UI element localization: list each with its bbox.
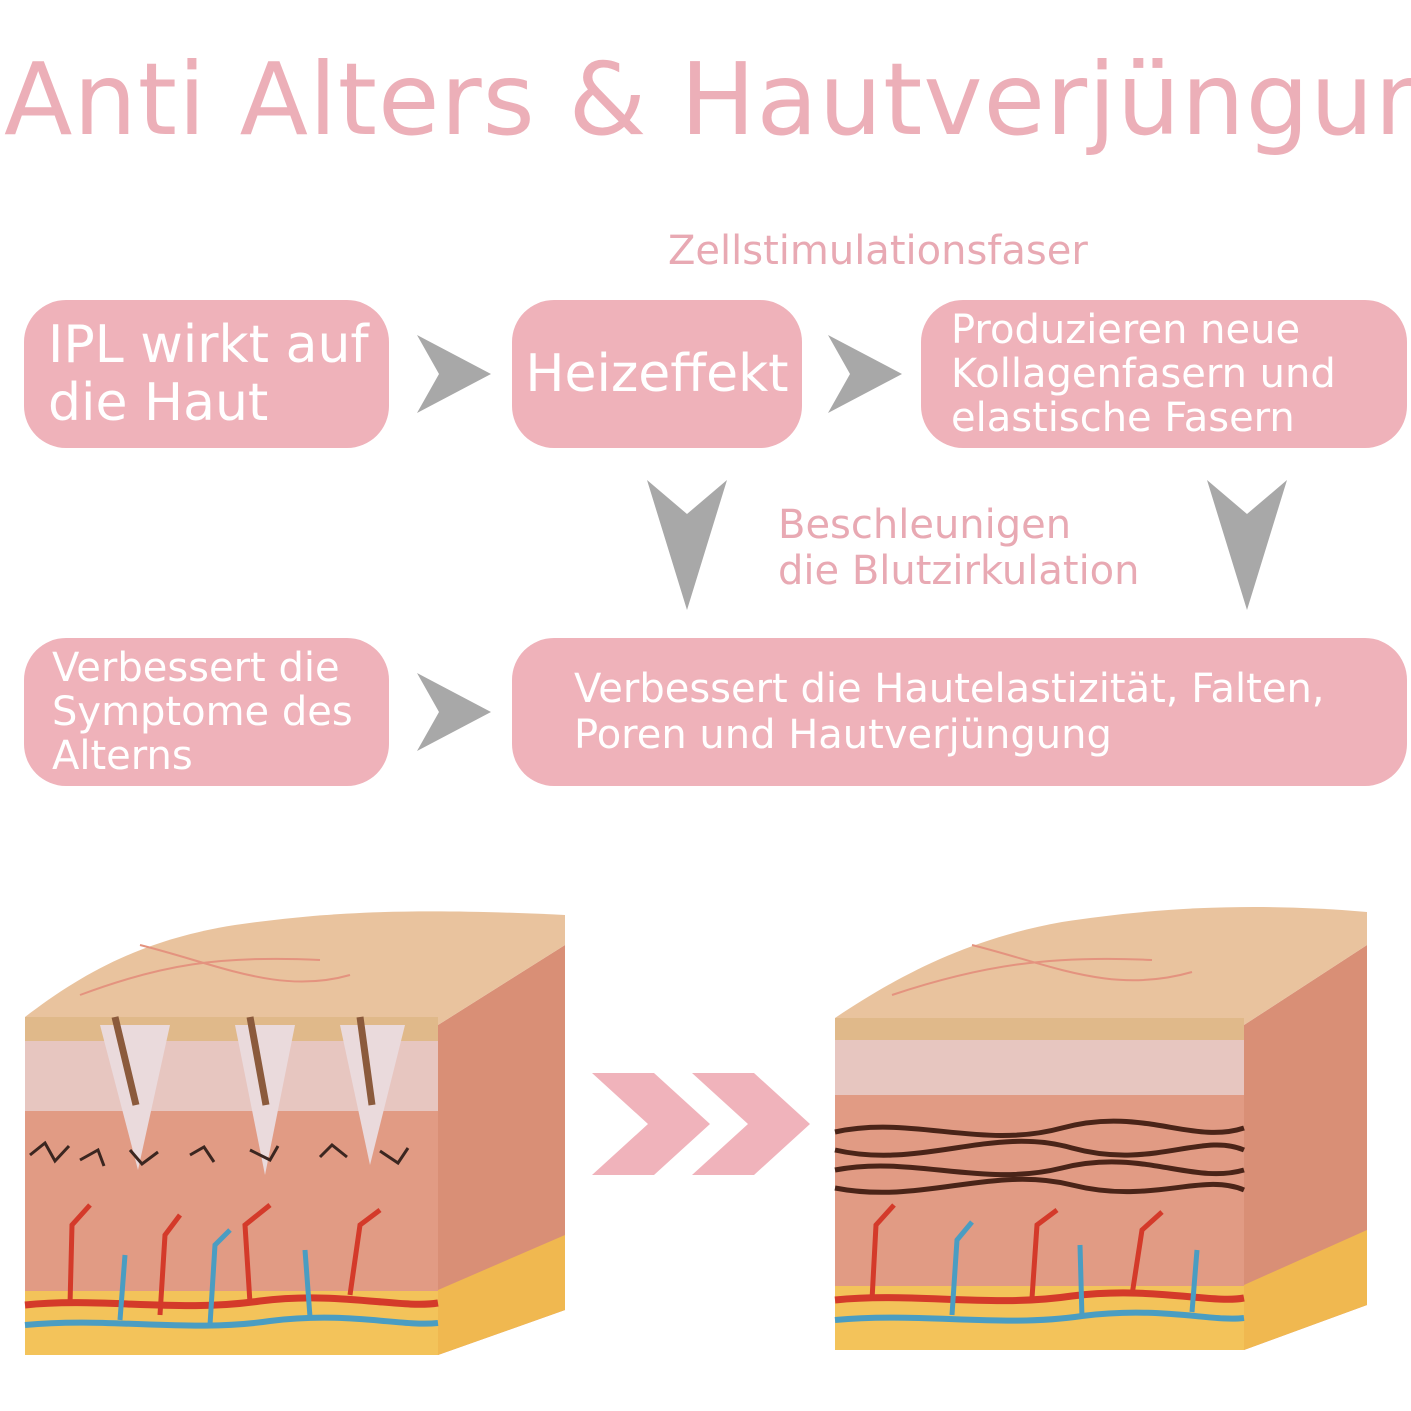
triangle-arrow-icon (415, 671, 493, 753)
triangle-arrow-icon (1205, 478, 1289, 612)
box-ipl: IPL wirkt auf die Haut (24, 300, 389, 448)
triangle-arrow-icon (826, 333, 904, 415)
triangle-arrow-icon (645, 478, 729, 612)
triangle-arrow-icon (415, 333, 493, 415)
rejuvenated-skin-illustration (832, 900, 1372, 1355)
box-result: Verbessert die Hautelastizität, Falten, … (512, 638, 1407, 786)
box-aging-symptoms: Verbessert die Symptome des Alterns (24, 638, 389, 786)
page-title: Anti Alters & Hautverjüngun (4, 41, 1411, 158)
aged-skin-illustration (20, 905, 570, 1360)
box-collagen: Produzieren neue Kollagenfasern und elas… (921, 300, 1407, 448)
double-chevron-icon (592, 1073, 812, 1179)
box-heat-effect: Heizeffekt (512, 300, 802, 448)
note-cell-stimulation: Zellstimulationsfaser (668, 228, 1088, 274)
note-circulation: Beschleunigen die Blutzirkulation (778, 502, 1140, 594)
